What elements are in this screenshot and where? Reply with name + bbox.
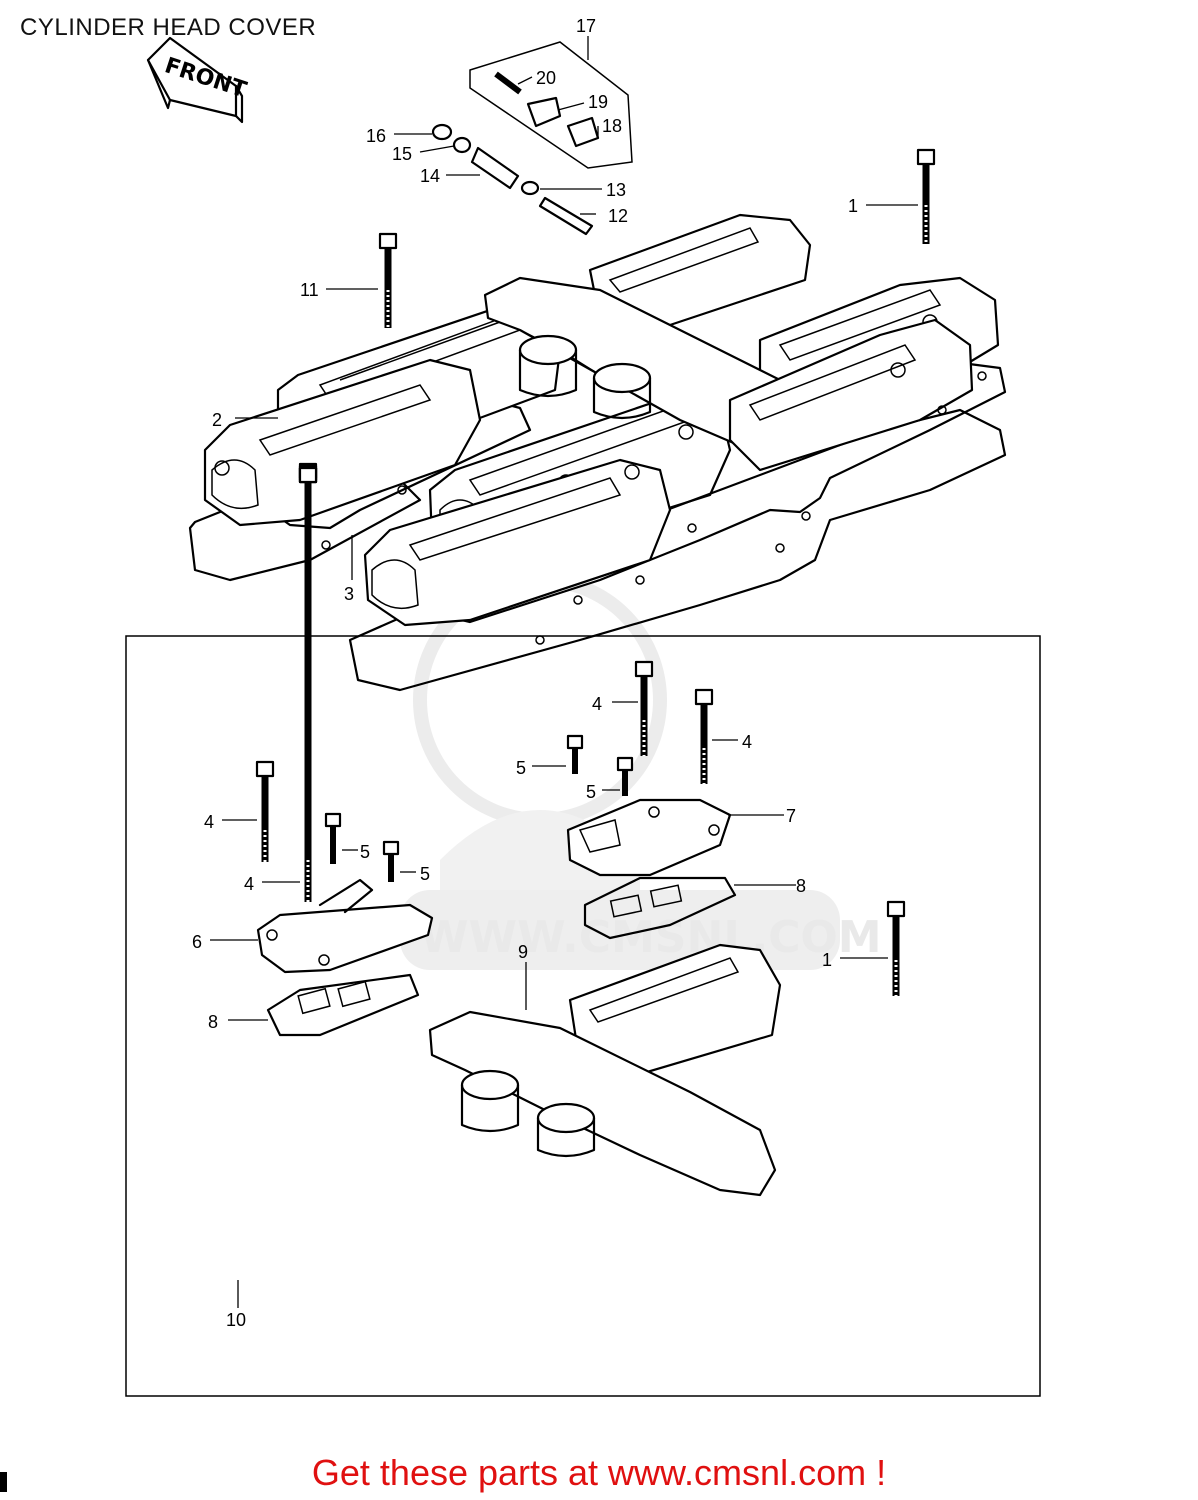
label-2: 2 <box>212 410 222 430</box>
watermark-text: WWW.CMSNL.COM <box>420 912 882 963</box>
label-15: 15 <box>392 144 412 164</box>
bottom-assembly <box>188 318 1007 1197</box>
label-17: 17 <box>576 16 596 36</box>
label-12: 12 <box>608 206 628 226</box>
footer-link[interactable]: Get these parts at www.cmsnl.com ! <box>311 1452 887 1493</box>
front-arrow-icon: FRONT <box>146 36 249 124</box>
cover-plate-7 <box>566 798 732 877</box>
gasket-right-loop <box>348 408 1007 692</box>
cover-plate-6 <box>256 903 434 974</box>
bolt-1-top <box>916 148 936 244</box>
gasket-8-right <box>583 876 737 940</box>
variant-frame <box>125 635 1041 1397</box>
bolt-1-bottom <box>886 900 906 996</box>
label-4-b: 4 <box>244 874 254 894</box>
label-20: 20 <box>536 68 556 88</box>
label-3: 3 <box>344 584 354 604</box>
label-7: 7 <box>786 806 796 826</box>
bolt-11 <box>378 232 398 328</box>
bolt-4-second <box>298 466 318 902</box>
part-labels: 1 2 3 11 12 13 14 15 16 17 18 19 20 4 4 … <box>192 16 858 1330</box>
breather-parts <box>431 41 633 236</box>
corner-mark <box>0 1472 7 1492</box>
page-title: CYLINDER HEAD COVER <box>20 14 317 41</box>
label-18: 18 <box>602 116 622 136</box>
bolt-4-d <box>694 688 714 784</box>
bolt-5-d <box>616 756 634 796</box>
bolt-4-c <box>634 660 654 756</box>
label-4-d: 4 <box>742 732 752 752</box>
label-16: 16 <box>366 126 386 146</box>
cover-right-b <box>363 458 672 627</box>
gasket-8-left <box>266 973 420 1037</box>
label-6: 6 <box>192 932 202 952</box>
bolt-5-a <box>324 812 342 864</box>
label-19: 19 <box>588 92 608 112</box>
label-1-bottom: 1 <box>822 950 832 970</box>
label-4-a: 4 <box>204 812 214 832</box>
label-5-a: 5 <box>360 842 370 862</box>
label-9: 9 <box>518 942 528 962</box>
label-8-left: 8 <box>208 1012 218 1032</box>
label-5-d: 5 <box>586 782 596 802</box>
bolt-5-b <box>382 840 400 882</box>
label-13: 13 <box>606 180 626 200</box>
label-11: 11 <box>300 280 319 300</box>
leader-lines <box>210 36 918 1308</box>
cover-far-right-b <box>728 318 974 472</box>
label-4-c: 4 <box>592 694 602 714</box>
label-14: 14 <box>420 166 440 186</box>
bolt-4-left <box>255 760 275 862</box>
label-8-right: 8 <box>796 876 806 896</box>
label-5-c: 5 <box>516 758 526 778</box>
label-10: 10 <box>226 1310 246 1330</box>
label-5-b: 5 <box>420 864 430 884</box>
cover-left-b <box>203 358 482 527</box>
bolt-5-c <box>566 734 584 774</box>
label-1: 1 <box>848 196 858 216</box>
